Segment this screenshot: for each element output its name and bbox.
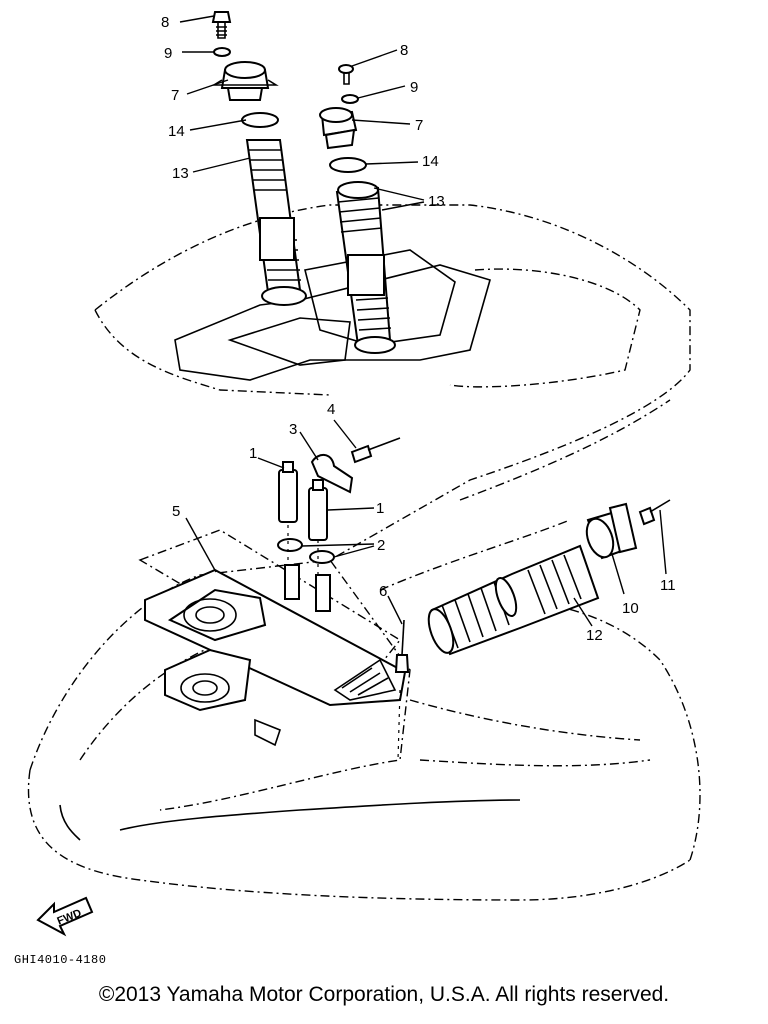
callout-11: 11 <box>660 577 676 594</box>
ventilation-hood <box>144 568 407 747</box>
callout-1-left: 1 <box>249 445 257 462</box>
fwd-arrow-icon: FWD <box>36 896 94 937</box>
callout-10: 10 <box>622 600 639 617</box>
callout-7-right: 7 <box>415 117 423 134</box>
callout-labels: 8 9 7 14 13 8 9 7 14 13 4 3 1 1 2 5 6 12… <box>161 14 676 644</box>
vent-cap-right <box>319 107 358 150</box>
rivet-upper <box>350 437 401 464</box>
vent-hose-left <box>245 139 307 306</box>
screw-left <box>211 11 232 39</box>
callout-3: 3 <box>289 421 297 438</box>
callout-13-left: 13 <box>172 165 189 182</box>
joint-assembly <box>277 437 401 612</box>
callout-12: 12 <box>586 627 603 644</box>
callout-14-right: 14 <box>422 153 439 170</box>
washer-left <box>213 47 231 57</box>
leader-lines <box>179 15 667 627</box>
washer-right <box>341 94 359 104</box>
callout-13-right: 13 <box>428 193 445 210</box>
callout-9-right: 9 <box>410 79 418 96</box>
callout-1-right: 1 <box>376 500 384 517</box>
vent-assembly-left <box>211 11 307 306</box>
callout-9-left: 9 <box>164 45 172 62</box>
hose-clamp-left <box>277 538 303 552</box>
copyright-notice: ©2013 Yamaha Motor Corporation, U.S.A. A… <box>98 983 670 1006</box>
clamp-right <box>329 157 367 173</box>
callout-2: 2 <box>377 537 385 554</box>
vent-cap-left <box>211 61 279 101</box>
callout-8-left: 8 <box>161 14 169 31</box>
vent-hose-right <box>335 181 396 354</box>
callout-7-left: 7 <box>171 87 179 104</box>
screw-right <box>338 64 354 85</box>
callout-4: 4 <box>327 401 335 418</box>
vent-duct <box>585 502 638 560</box>
side-hose <box>427 544 600 656</box>
hose-clamp-right <box>309 550 335 564</box>
callout-14-left: 14 <box>168 123 185 140</box>
hose-joint-left <box>278 469 298 523</box>
rivet-side <box>638 499 671 526</box>
vent-assembly-right <box>319 64 396 354</box>
hose-joint-right <box>308 487 328 541</box>
rivet-lower <box>394 619 410 761</box>
callout-6: 6 <box>379 583 387 600</box>
callout-8-right: 8 <box>400 42 408 59</box>
clamp-left <box>241 112 279 128</box>
callout-5: 5 <box>172 503 180 520</box>
drawing-code: GHI4010-4180 <box>14 953 107 967</box>
